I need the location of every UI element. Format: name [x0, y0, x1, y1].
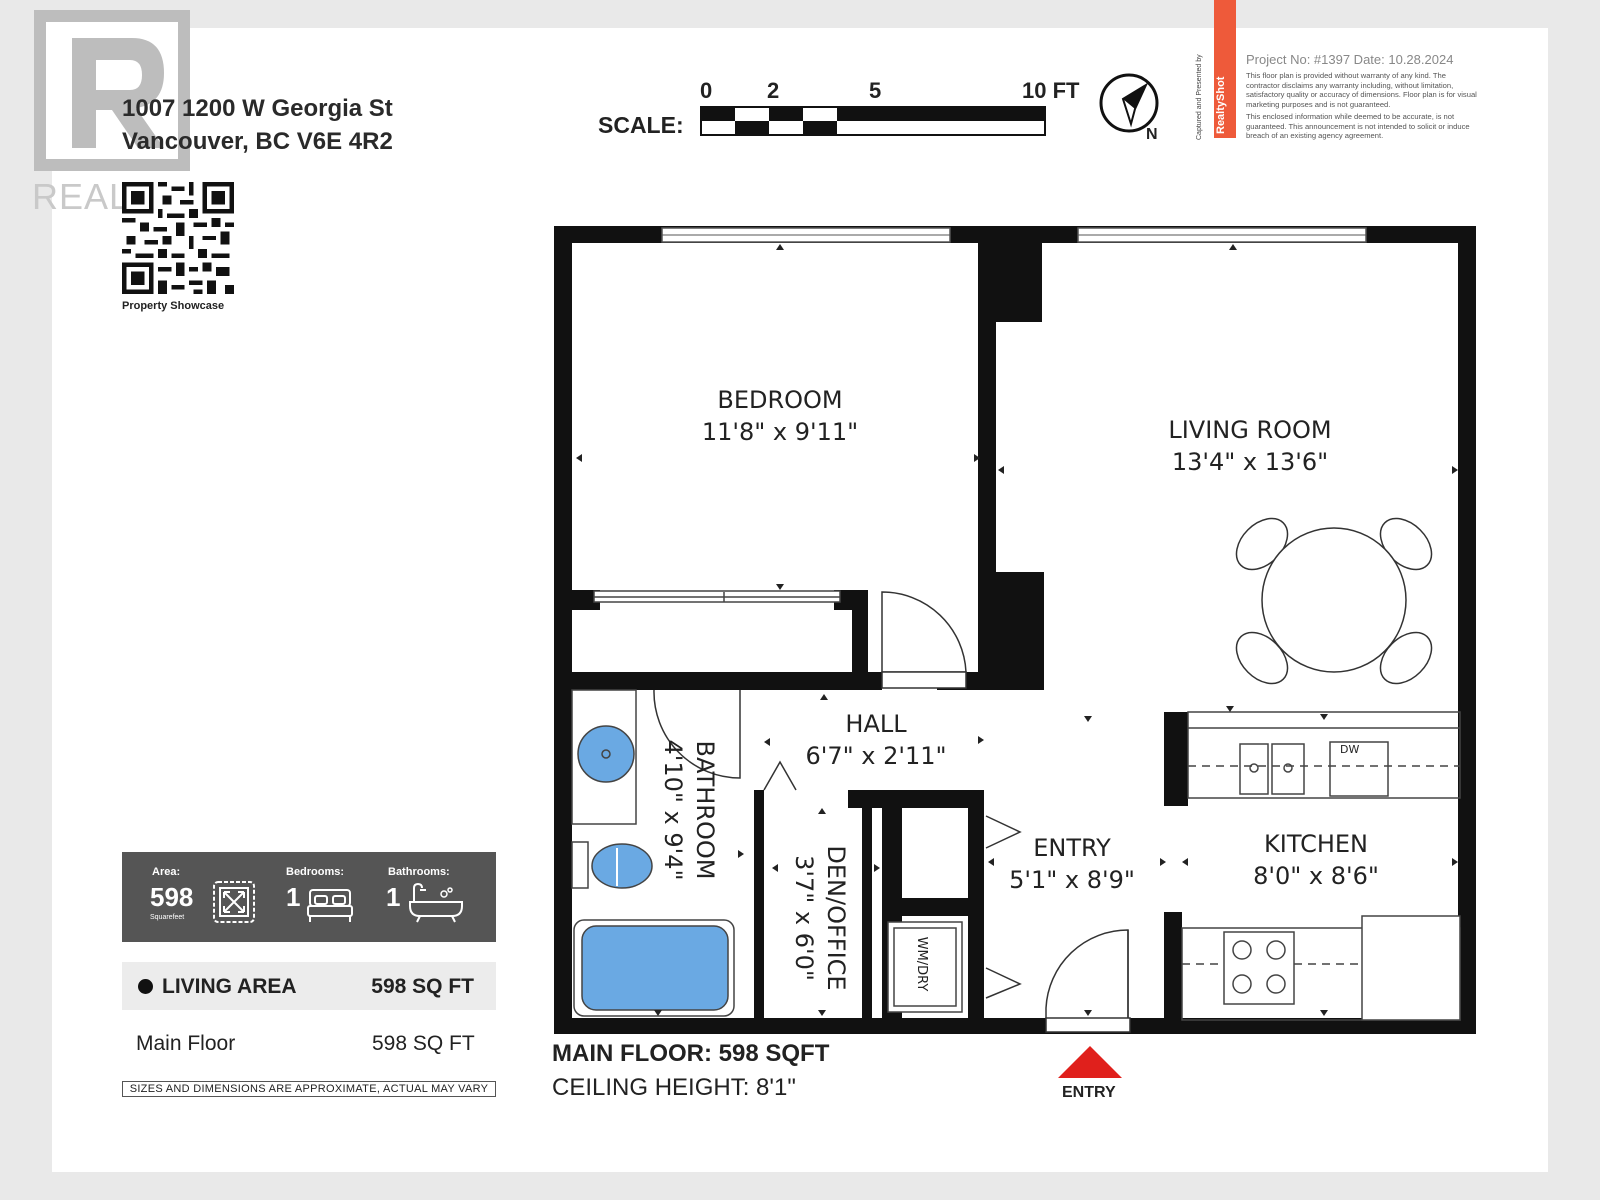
room-kitchen-dims: 8'0" x 8'6" — [1253, 862, 1379, 890]
room-den-name: DEN/OFFICE — [822, 845, 850, 991]
stats-panel: Area: 598 Squarefeet Bedrooms: 1 Bathroo… — [122, 852, 496, 942]
bedrooms-value: 1 — [286, 882, 301, 912]
property-address: 1007 1200 W Georgia St Vancouver, BC V6E… — [122, 92, 393, 158]
room-entry: ENTRY 5'1" x 8'9" — [992, 832, 1152, 896]
address-line-1: 1007 1200 W Georgia St — [122, 95, 393, 122]
scale-label: SCALE: — [598, 112, 684, 138]
room-living-name: LIVING ROOM — [1168, 416, 1332, 444]
project-info: Project No: #1397 Date: 10.28.2024 — [1246, 52, 1454, 67]
address-line-2: Vancouver, BC V6E 4R2 — [122, 128, 393, 155]
scale-tick-10: 10 FT — [1022, 78, 1080, 103]
bathroom-fixtures — [571, 689, 735, 1017]
dishwasher-label: DW — [1340, 743, 1360, 756]
room-entry-name: ENTRY — [1033, 834, 1111, 862]
dimension-markers — [576, 244, 1458, 1016]
windows — [661, 227, 1367, 243]
room-bathroom-dims: 4'10" x 9'4" — [659, 739, 687, 881]
room-hall-dims: 6'7" x 2'11" — [805, 742, 947, 770]
qr-label: Property Showcase — [122, 300, 225, 312]
room-bedroom-dims: 11'8" x 9'11" — [701, 418, 859, 446]
area-caption: Area: — [152, 866, 181, 878]
doors — [653, 591, 1131, 1033]
ceiling-height: CEILING HEIGHT: 8'1" — [552, 1074, 796, 1101]
room-bedroom: BEDROOM 11'8" x 9'11" — [680, 384, 880, 448]
scale-tick-0: 0 — [700, 78, 713, 103]
approximation-note: SIZES AND DIMENSIONS ARE APPROXIMATE, AC… — [122, 1081, 496, 1097]
living-area-row: LIVING AREA 598 SQ FT — [122, 962, 496, 1010]
living-area-dot — [138, 979, 153, 994]
room-den-dims: 3'7" x 6'0" — [790, 855, 818, 981]
bathrooms-value: 1 — [386, 882, 401, 912]
qr-code[interactable] — [122, 182, 234, 294]
scale-bar — [700, 106, 1046, 136]
bathtub-icon — [409, 882, 463, 923]
room-living: LIVING ROOM 13'4" x 13'6" — [1140, 414, 1360, 478]
bathrooms-caption: Bathrooms: — [388, 866, 450, 878]
area-icon — [213, 881, 255, 923]
area-unit: Squarefeet — [150, 914, 185, 921]
room-bathroom: BATHROOM 4'10" x 9'4" — [657, 730, 721, 890]
living-area-label: LIVING AREA — [162, 975, 297, 998]
dining-table — [1235, 517, 1433, 685]
room-entry-dims: 5'1" x 8'9" — [1009, 866, 1135, 894]
main-floor-area: MAIN FLOOR: 598 SQFT — [552, 1040, 830, 1067]
room-hall-name: HALL — [845, 710, 907, 738]
scale-tick-2: 2 — [767, 78, 780, 103]
room-kitchen-name: KITCHEN — [1264, 830, 1368, 858]
room-living-dims: 13'4" x 13'6" — [1171, 448, 1329, 476]
bedrooms-caption: Bedrooms: — [286, 866, 345, 878]
room-kitchen: KITCHEN 8'0" x 8'6" — [1226, 828, 1406, 892]
disclaimer-2: This enclosed information while deemed t… — [1246, 112, 1470, 140]
entry-marker-label: ENTRY — [1062, 1084, 1116, 1101]
main-floor-value: 598 SQ FT — [372, 1032, 475, 1055]
kitchen-counters — [1181, 711, 1461, 1021]
compass-north-label: N — [1146, 126, 1158, 143]
room-bedroom-name: BEDROOM — [717, 386, 843, 414]
area-value: 598 — [150, 882, 194, 912]
room-den: DEN/OFFICE 3'7" x 6'0" — [788, 838, 852, 998]
living-area-value: 598 SQ FT — [371, 975, 474, 998]
realtyshot-brand-bar — [1214, 0, 1236, 138]
room-hall: HALL 6'7" x 2'11" — [776, 708, 976, 772]
realtor-logo-watermark — [34, 10, 190, 171]
room-bathroom-name: BATHROOM — [691, 740, 719, 880]
scale-tick-5: 5 — [869, 78, 882, 103]
disclaimer: This floor plan is provided without warr… — [1246, 71, 1478, 141]
bedroom-closet — [593, 590, 841, 603]
washer-dryer-label: WM/DRY — [914, 936, 929, 992]
disclaimer-1: This floor plan is provided without warr… — [1246, 71, 1477, 109]
bed-icon — [307, 889, 353, 922]
compass-icon — [1099, 73, 1159, 133]
laundry-closet — [887, 921, 963, 1013]
main-floor-label: Main Floor — [136, 1032, 236, 1055]
entry-arrow-icon — [1058, 1046, 1122, 1078]
